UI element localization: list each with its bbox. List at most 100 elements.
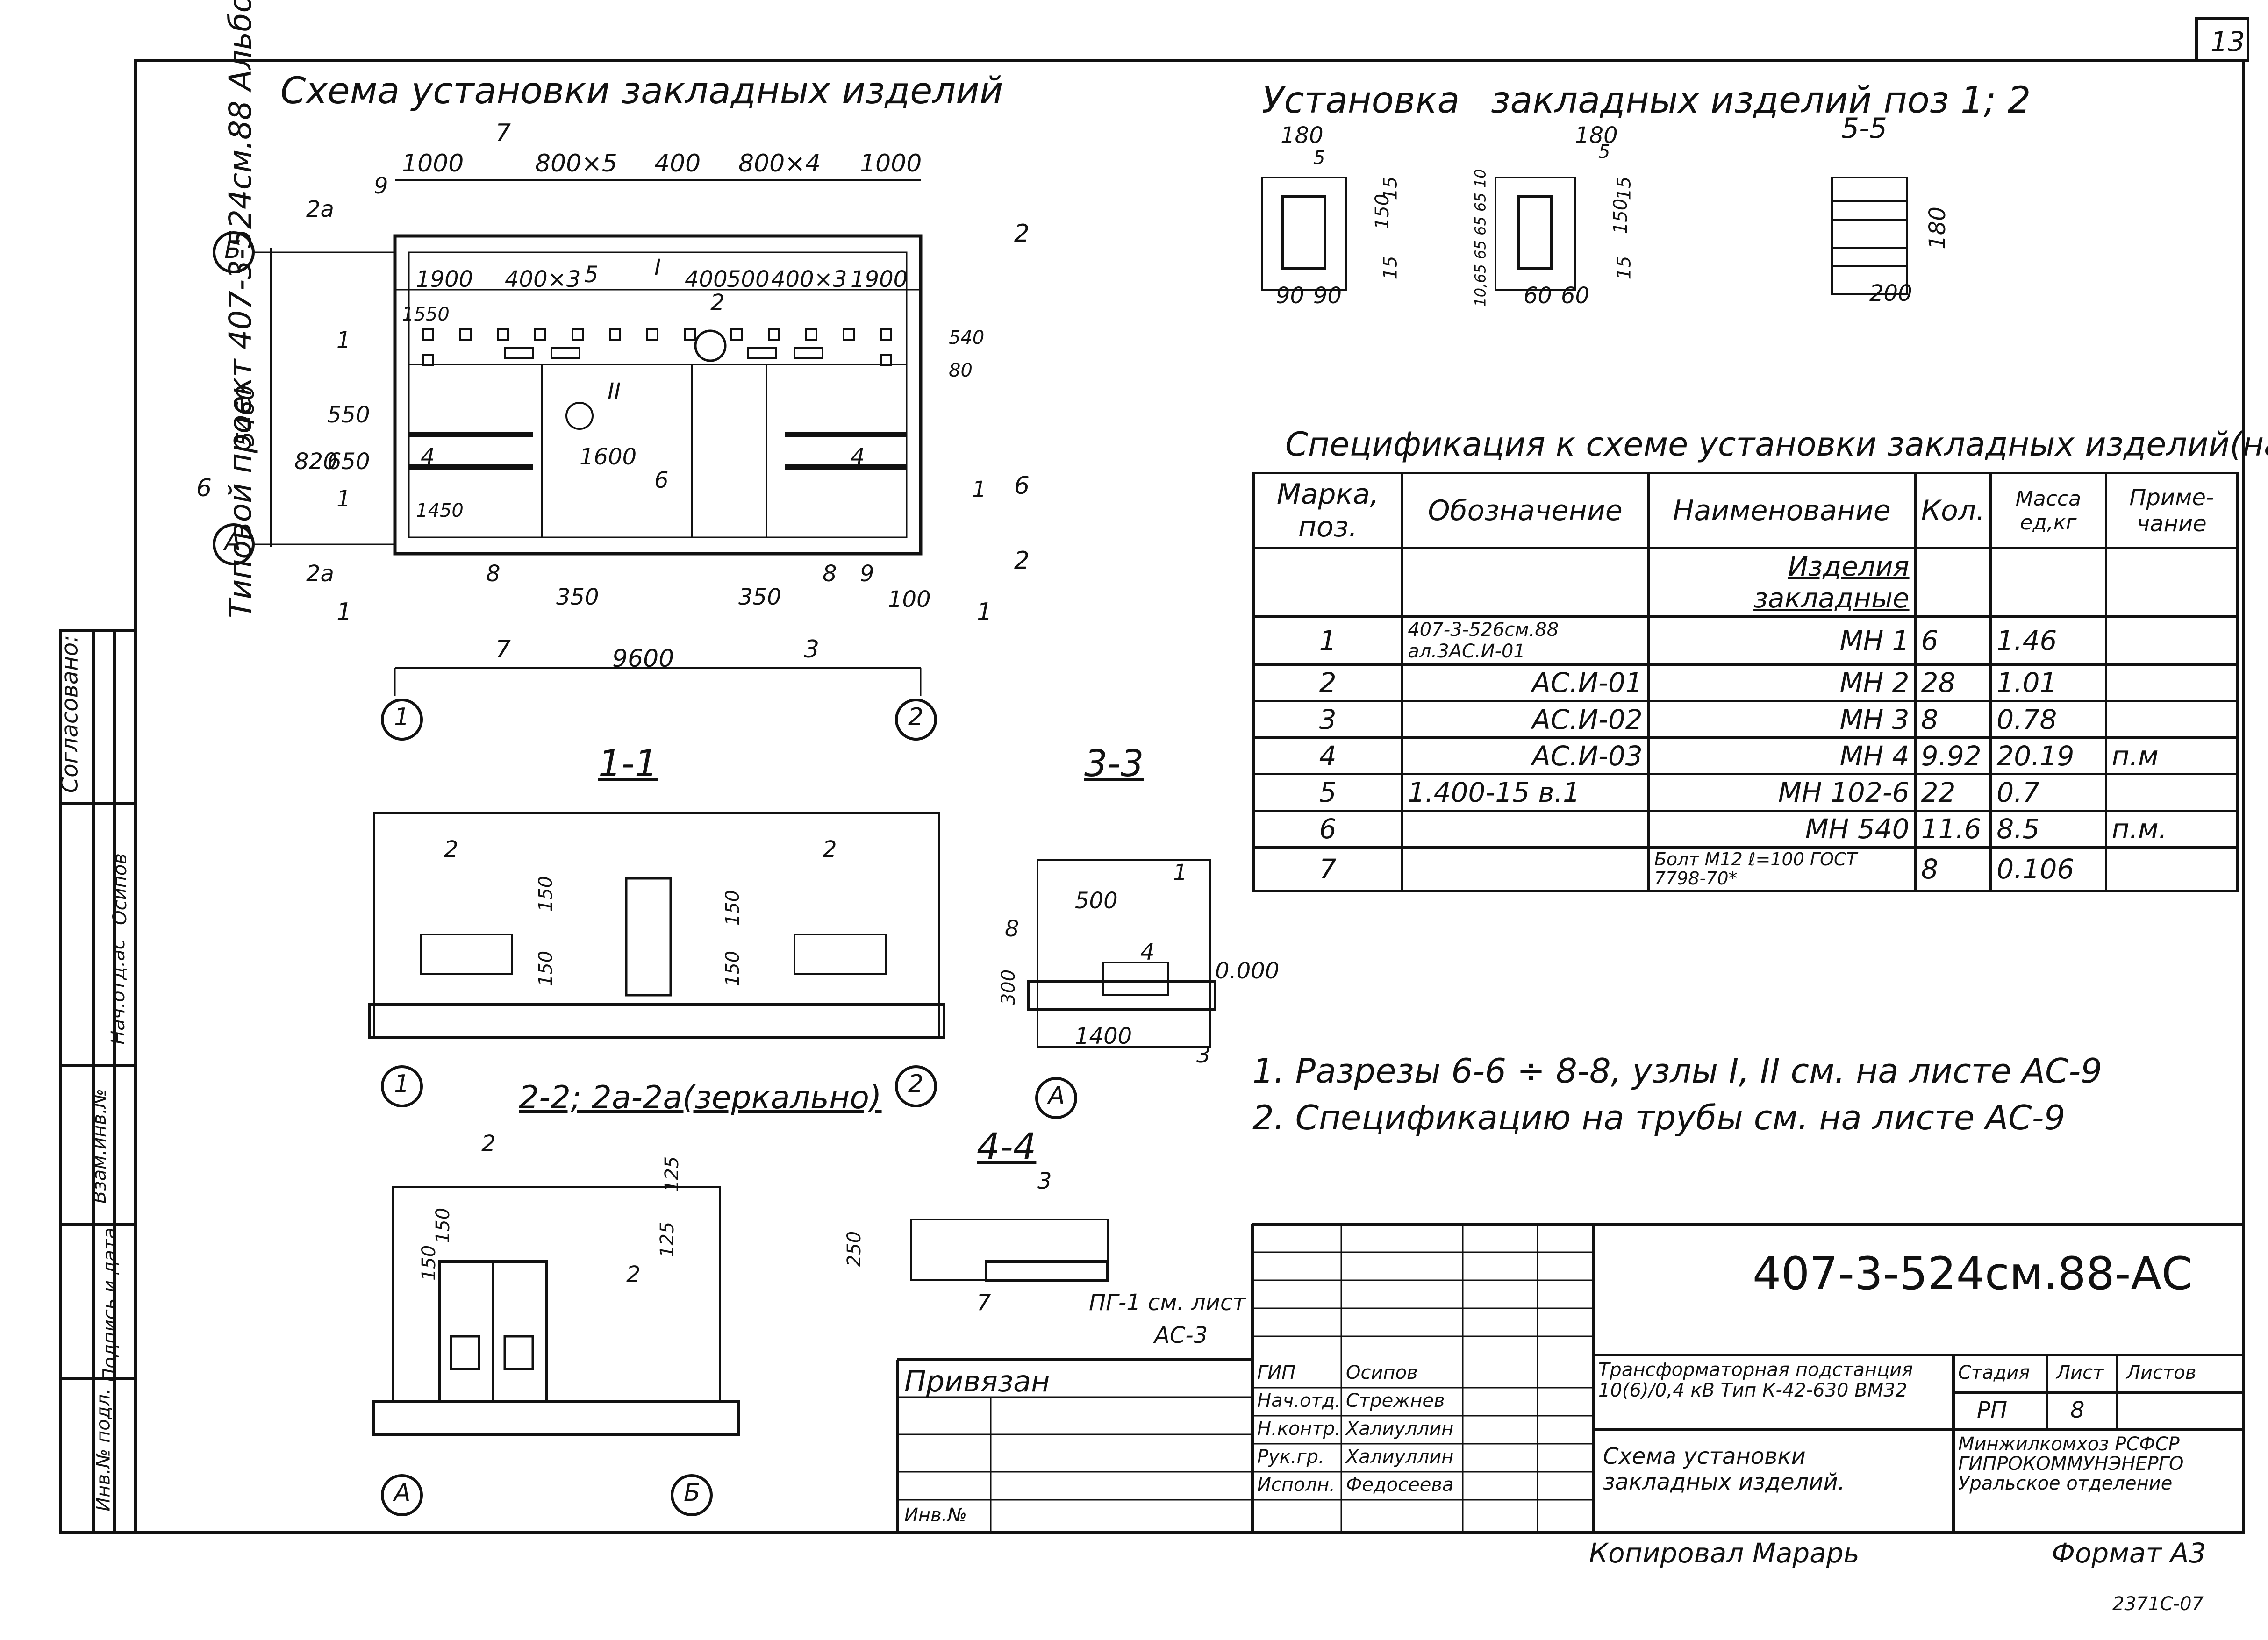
spec-doc: 1.400-15 в.1 [1401,773,1650,812]
tb-name-head: Стрежнев [1346,1390,1445,1412]
s22-dim-150-b: 150 [418,1245,440,1281]
spec-h-note: Приме-чание [2104,472,2239,549]
spec-qty: 28 [1914,663,1992,703]
plan-pos-9-top: 9 [374,173,388,199]
spec-row: 4 АС.И-03 МН 4 9.92 20.19 п.м [1252,736,2239,776]
install-title-a: Установка [1262,79,1460,121]
s11-axis-1: 1 [394,1070,410,1098]
tb-name-group: Халиуллин [1346,1446,1454,1468]
plan-section-mark-2a-top: 2а [306,196,334,222]
plan-section-mark-7-bottom: 7 [495,635,511,663]
spec-mass: 1.01 [1989,663,2107,703]
side-head-name: Осипов [109,853,131,925]
plan-node-i: I [654,255,661,281]
plan-pos-4-right: 4 [851,444,865,470]
s44-pg-note: ПГ-1 см. лист [1089,1290,1246,1316]
plan-dim-80: 80 [949,360,973,381]
install-dim-180-right: 180 [1575,122,1618,149]
spec-h-qty: Кол. [1914,472,1992,549]
spec-doc [1401,809,1650,849]
s22-dim-125-a: 125 [661,1156,683,1192]
install-dim-90-b: 90 [1313,283,1342,309]
side-sign-label: Подпись и дата [99,1227,121,1383]
section-1-1-title: 1-1 [598,743,658,785]
tb-role-group: Рук.гр. [1257,1446,1324,1468]
s11-dim-150-d: 150 [722,950,744,987]
spec-qty: 9.92 [1914,736,1992,776]
plan-section-mark-2-top: 2 [1014,220,1030,248]
install-dim-5-right: 5 [1598,141,1610,163]
s22-dim-150-a: 150 [432,1207,454,1244]
tb-bound: Привязан [904,1364,1050,1398]
plan-pos-1-b: 1 [336,486,351,512]
spec-name: МН 4 [1647,736,1917,776]
install-title-c: изделий поз 1; 2 [1710,79,2031,121]
spec-pos: 7 [1252,846,1403,893]
plan-dim-inner-4: 500 [727,266,770,292]
tb-order: 2371С-07 [2112,1593,2204,1615]
plan-dim-top-3: 400 [654,150,701,178]
spec-qty: 11.6 [1914,809,1992,849]
s33-pos-8: 8 [1005,916,1019,942]
section-4-4-title: 4-4 [977,1126,1037,1168]
plan-pos-4-left: 4 [421,444,435,470]
spec-row: 7 Болт М12 ℓ=100 ГОСТ 7798-70* 8 0.106 [1252,846,2239,893]
plan-outline [393,234,923,556]
s22-pos-2-bottom: 2 [626,1262,641,1288]
spec-row: 3 АС.И-02 МН 3 8 0.78 [1252,700,2239,739]
tb-name-exec: Федосеева [1346,1474,1454,1496]
spec-h-pos: Марка, поз. [1252,472,1403,549]
spec-doc: АС.И-03 [1401,736,1650,776]
plan-dim-inner-1: 1900 [416,266,473,292]
install-dim-60-b: 60 [1561,283,1590,309]
s33-axis-a: А [1048,1082,1065,1110]
side-replace-label: Взам.инв.№ [89,1088,111,1204]
spec-doc: АС.И-01 [1401,663,1650,703]
axis-1-label: 1 [394,703,410,731]
install-sec-dim-200: 200 [1869,280,1912,307]
plan-dim-1550: 1550 [402,304,450,325]
note-1: 1. Разрезы 6-6 ÷ 8-8, узлы I, II см. на … [1252,1051,2103,1091]
spec-title: Спецификация к схеме установки закладных… [1285,425,2268,463]
spec-name: МН 2 [1647,663,1917,703]
s11-dim-150-c: 150 [722,890,744,926]
sheet-no-box [2195,17,2249,62]
install-title-b: закладных [1491,79,1700,121]
s33-dim-300: 300 [998,969,1020,1005]
note-2: 2. Спецификацию на трубы см. на листе АС… [1252,1098,2066,1137]
plan-dim-650: 650 [327,449,370,475]
spec-name: МН 1 [1647,615,1917,666]
plan-section-mark-1-left: 1 [336,598,352,626]
install-dim-15-left-bottom: 15 [1380,256,1402,280]
plan-dim-350-left: 350 [556,584,599,610]
spec-doc: АС.И-02 [1401,700,1650,739]
s33-pos-3: 3 [1196,1042,1211,1068]
tb-sheets-header: Листов [2126,1362,2196,1383]
plan-dim-inner-5: 400×3 [771,266,847,292]
install-sec-dim-180: 180 [1924,207,1951,250]
tb-sheet-name: Схема установки закладных изделий. [1603,1443,1845,1496]
spec-mass: 20.19 [1989,736,2107,776]
spec-qty: 8 [1914,700,1992,739]
spec-row: 6 МН 540 11.6 8.5 п.м. [1252,809,2239,849]
axis-1-marker [381,699,423,741]
plan-dim-top-4: 800×4 [738,150,821,178]
plan-dim-inner-3: 400 [685,266,728,292]
plan-section-mark-6-left: 6 [196,474,212,502]
tb-format: Формат А3 [2052,1537,2206,1569]
install-dim-5-left: 5 [1313,147,1325,169]
tb-code: 407-3-524см.88-АС [1753,1248,2193,1300]
plan-pos-9-bottom: 9 [860,561,874,587]
axis-a-label: А [224,528,241,556]
plan-dim-1600: 1600 [580,444,637,470]
tb-stage-header: Стадия [1958,1362,2030,1383]
side-stamp-frame [59,629,137,1534]
plan-pos-8-right: 8 [823,561,837,587]
plan-pos-1-c: 1 [972,477,987,503]
tb-org: Минжилкомхоз РСФСР ГИПРОКОММУНЭНЕРГО Ура… [1958,1433,2184,1494]
spec-mass: 8.5 [1989,809,2107,849]
plan-section-mark-1-right: 1 [977,598,993,626]
spec-mass: 0.106 [1989,846,2107,893]
spec-group: Изделия закладные [1647,546,1917,618]
